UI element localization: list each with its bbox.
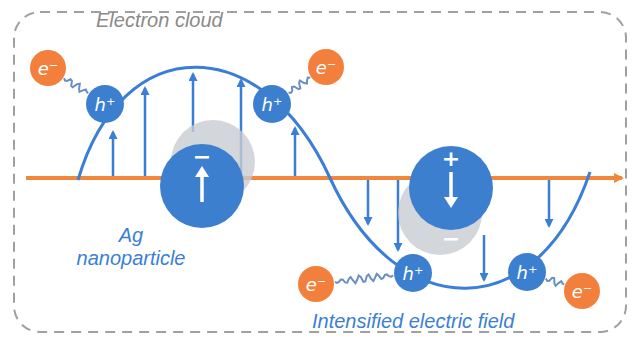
- electron-label: e⁻: [572, 281, 593, 302]
- wavy-connector: [335, 274, 393, 283]
- electron-circle: e⁻: [308, 49, 344, 85]
- text-label: Ag nanoparticle: [66, 224, 196, 270]
- electron-circle: e⁻: [298, 266, 334, 302]
- wavy-connector: [289, 78, 311, 93]
- text-label: Electron cloud: [96, 9, 316, 32]
- wavy-connector: [64, 78, 88, 93]
- hole-label: h⁺: [517, 262, 538, 283]
- electron-label: e⁻: [306, 274, 327, 295]
- charge-sign: −: [409, 228, 493, 250]
- charge-sign: −: [160, 146, 244, 168]
- hole-circle: h⁺: [394, 254, 432, 292]
- electron-circle: e⁻: [30, 50, 66, 86]
- charge-sign: +: [409, 148, 493, 170]
- ag-nanoparticle: +−: [409, 146, 493, 230]
- charge-sign: +: [160, 226, 244, 248]
- text-label: Intensified electric field: [312, 310, 612, 333]
- hole-label: h⁺: [95, 94, 116, 115]
- dashed-frame: [14, 12, 626, 332]
- hole-circle: h⁺: [253, 85, 291, 123]
- wavy-connector: [546, 278, 564, 286]
- electron-label: e⁻: [316, 57, 337, 78]
- hole-circle: h⁺: [508, 253, 546, 291]
- electron-label: e⁻: [38, 58, 59, 79]
- axis-arrow: [26, 176, 622, 180]
- hole-label: h⁺: [403, 263, 424, 284]
- ag-nanoparticle: −+: [160, 144, 244, 228]
- hole-circle: h⁺: [86, 85, 124, 123]
- electron-circle: e⁻: [564, 273, 600, 309]
- hole-label: h⁺: [262, 94, 283, 115]
